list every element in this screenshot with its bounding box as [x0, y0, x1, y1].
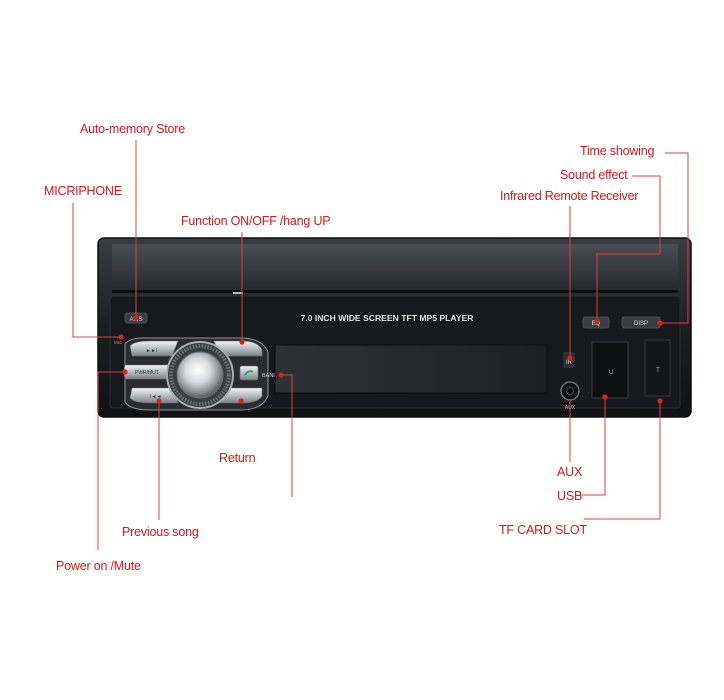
callout-infrared-receiver: Infrared Remote Receiver — [500, 189, 639, 203]
callout-usb: USB — [557, 489, 583, 503]
callout-time-showing: Time showing — [580, 144, 655, 158]
disp-button-label: DISP — [634, 321, 648, 327]
callout-microphone: MICRIPHONE — [44, 184, 122, 198]
volume-knob[interactable] — [176, 351, 224, 399]
leader-lines — [72, 140, 689, 550]
leader-dots — [118, 315, 663, 404]
phone-button[interactable] — [239, 365, 259, 381]
band-label: BAND — [262, 373, 277, 379]
display-screen — [274, 344, 548, 394]
tf-card-label: T — [656, 368, 660, 374]
tf-card-panel[interactable] — [644, 339, 671, 397]
model-text: 7.0 INCH WIDE SCREEN TFT MP5 PLAYER — [300, 313, 474, 323]
callout-previous-song: Previous song — [122, 525, 199, 539]
next-button[interactable] — [129, 340, 179, 357]
eq-button-label: EQ — [592, 321, 601, 327]
usb-port-cover[interactable] — [591, 341, 629, 399]
usb-port-label: U — [609, 370, 613, 376]
pwr-mut-label: PWR/MUT — [135, 370, 159, 376]
mic-label: MIC — [114, 340, 123, 345]
callout-return: Return — [219, 451, 256, 465]
callout-sound-effect: Sound effect — [560, 168, 628, 182]
previous-button[interactable] — [129, 387, 179, 404]
stereo-top-flap — [112, 244, 678, 292]
callout-tf-card-slot: TF CARD SLOT — [499, 523, 587, 537]
svg-text:►►I: ►►I — [146, 348, 157, 354]
callout-power-mute: Power on /Mute — [56, 559, 141, 573]
svg-text:I◄◄: I◄◄ — [150, 394, 161, 400]
ir-label: IR — [566, 360, 573, 366]
callout-function-on-off: Function ON/OFF /hang UP — [181, 214, 331, 228]
callout-aux: AUX — [557, 465, 583, 479]
callout-auto-memory-store: Auto-memory Store — [80, 122, 185, 136]
